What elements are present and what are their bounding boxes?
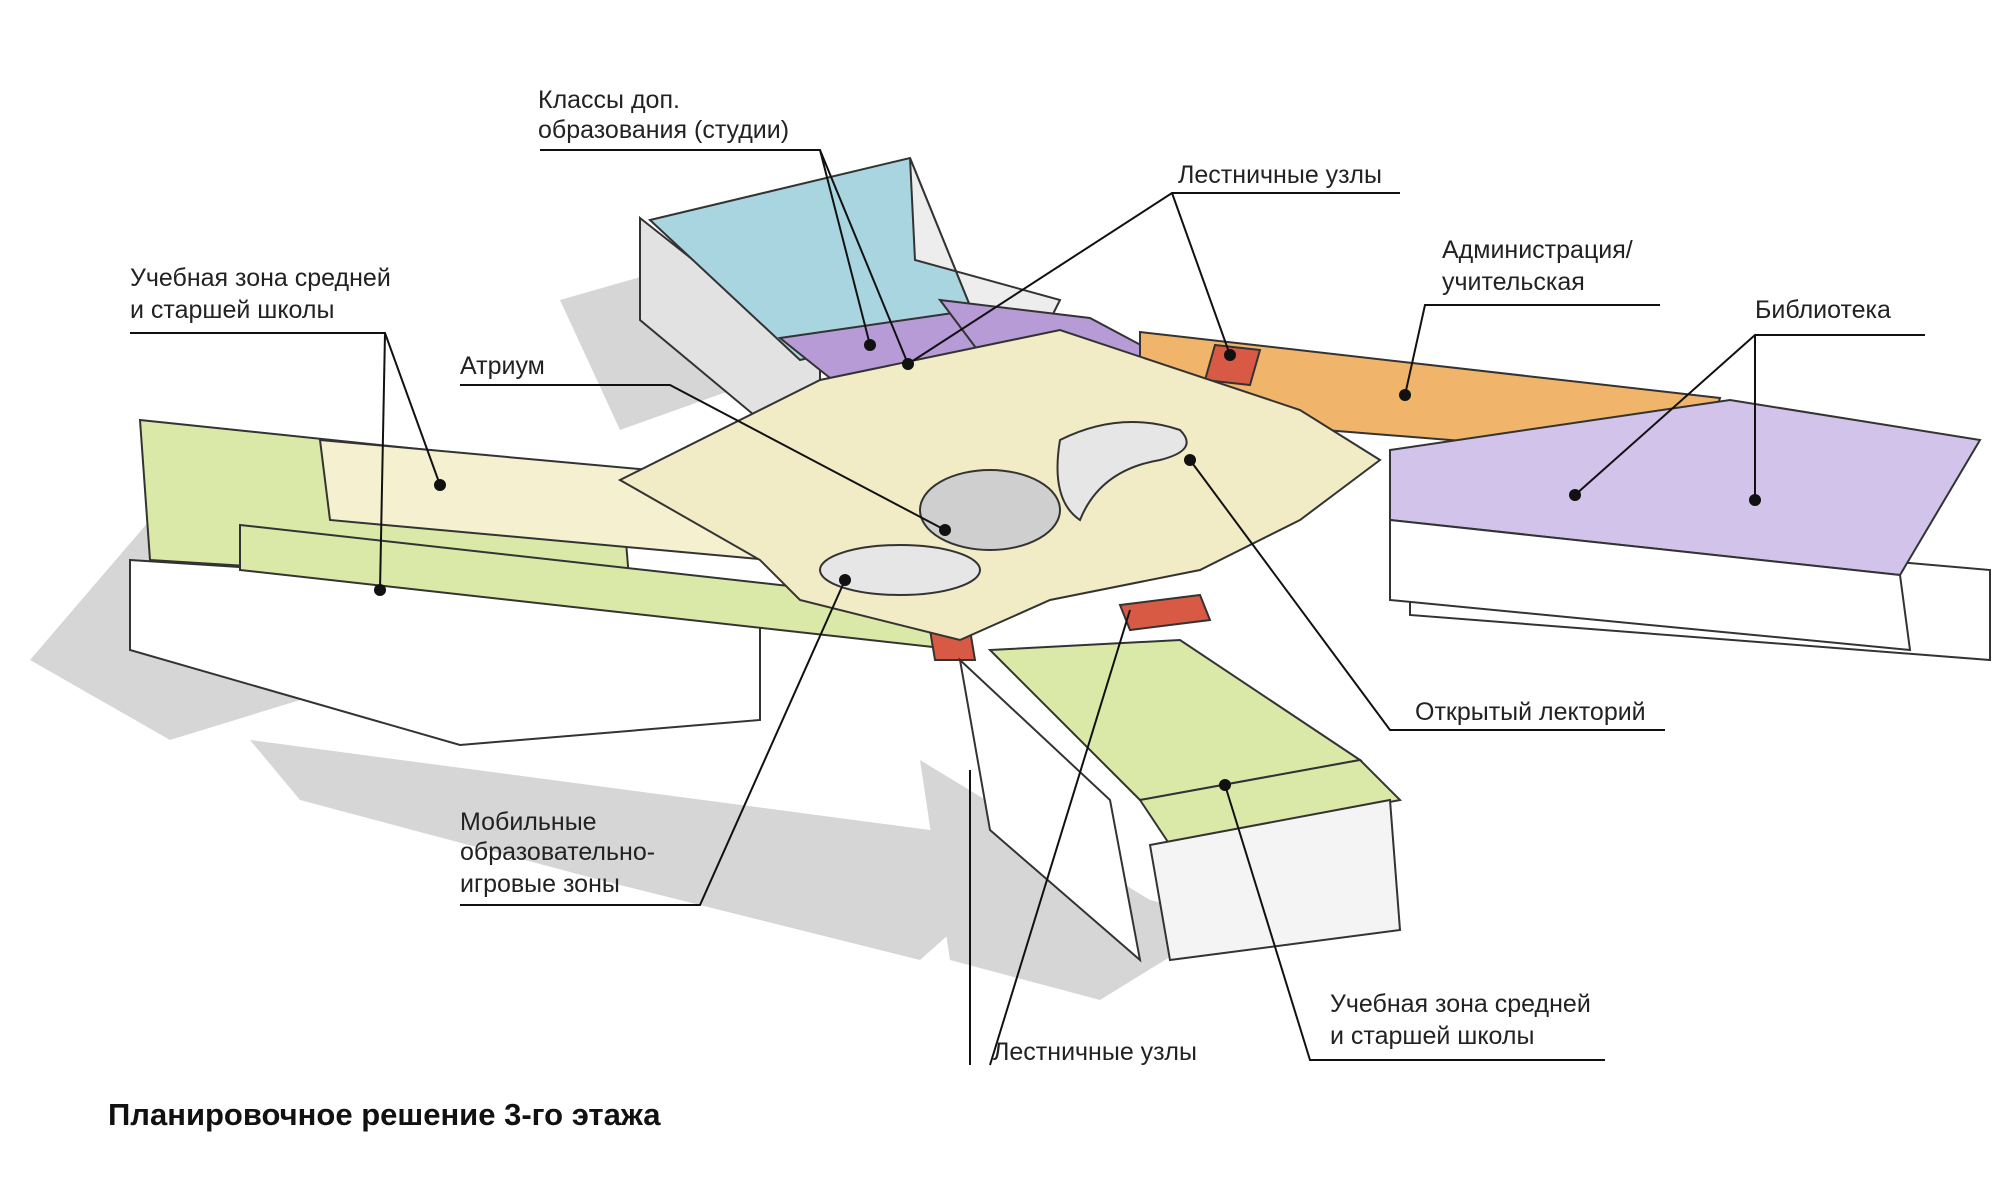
leader-study-left [130,332,441,591]
dot-stairs-top [1224,349,1236,361]
dot-studios-2 [902,358,914,370]
label-study-right: Учебная зона средней и старшей школы [1330,990,1598,1050]
label-admin-line-1: Администрация/ [1442,236,1633,264]
south-facade [958,657,1142,963]
label-study-right-line-1: Учебная зона средней [1330,990,1591,1018]
page-title: Планировочное решение 3-го этажа [108,1097,661,1132]
central-atrium [617,328,1382,642]
dot-library-2 [1749,494,1761,506]
west-wing [129,418,977,747]
label-studios-line-1: Классы доп. [538,86,680,114]
label-mobile-line-1: Мобильные [460,808,597,836]
leader-library [1574,334,1925,500]
label-stairs-bottom: Лестничные узлы [993,1038,1197,1066]
label-study-left-line-2: и старшей школы [130,296,334,324]
atrium-void [919,469,1061,551]
dot-study-left-2 [374,584,386,596]
label-admin-line-2: учительская [1442,268,1585,296]
label-stairs-top: Лестничные узлы [1178,161,1382,189]
shadow-front [250,740,1010,960]
stairs-south [1118,593,1212,632]
dot-study-right [1219,779,1231,791]
leader-dots [374,339,1761,791]
south-wing [958,593,1403,963]
stairs-east [1203,343,1262,387]
east-facade-top [1389,518,1912,652]
label-admin: Администрация/ учительская [1442,236,1640,296]
south-support-frame [1148,798,1402,962]
east-wing [1139,330,1991,662]
leader-stairs-bottom [969,609,1131,1066]
leader-atrium [460,384,946,531]
dot-lecture [1184,454,1196,466]
leader-lecture [1189,459,1665,731]
leader-lines [130,149,1925,1066]
dot-study-left-1 [434,479,446,491]
label-study-right-line-2: и старшей школы [1330,1022,1534,1050]
label-study-left-line-1: Учебная зона средней [130,264,391,292]
label-studios: Классы доп. образования (студии) [538,86,789,144]
mobile-zone [819,544,981,596]
label-mobile-line-3: игровые зоны [460,870,620,898]
dot-studios-1 [864,339,876,351]
label-lecture: Открытый лекторий [1415,698,1646,726]
south-lower-study [1138,758,1403,847]
leader-admin [1404,304,1660,396]
label-atrium: Атриум [460,352,545,380]
label-studios-line-2: образования (студии) [538,116,789,144]
label-library: Библиотека [1755,296,1891,324]
dot-mobile [839,574,851,586]
lecture-seating [1056,421,1188,522]
dot-admin [1399,389,1411,401]
label-study-left: Учебная зона средней и старшей школы [130,264,398,324]
dot-library-1 [1569,489,1581,501]
label-mobile: Мобильные образовательно- игровые зоны [460,808,662,898]
dot-atrium [939,524,951,536]
label-mobile-line-2: образовательно- [460,838,655,866]
leader-studios [540,149,909,365]
north-wing-right-wall [909,157,1062,322]
leader-study-right [1224,784,1605,1061]
leader-mobile [460,579,846,906]
leader-stairs-top [907,192,1400,365]
